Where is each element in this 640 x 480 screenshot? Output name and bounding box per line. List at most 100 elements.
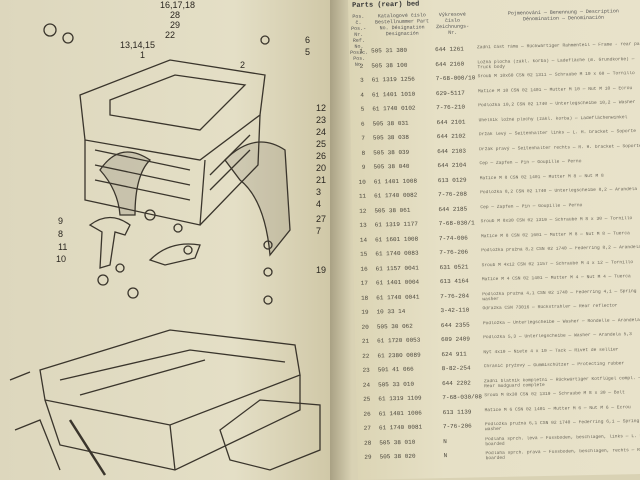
description-cell: Podložka 8,2 ČSN 02 1740 — Unterlegschei… [480, 186, 638, 196]
callout-label: 16,17,18 [160, 0, 196, 10]
callout-label: 6 [305, 35, 311, 45]
position-cell: 1 [359, 47, 364, 55]
catalog-number-cell: 61 1319 1109 [378, 394, 422, 403]
description-cell: Šroub M 8x30 ČSN 02 1319 — Schraube M 8 … [480, 216, 633, 225]
catalog-number-cell: 61 1720 0053 [377, 336, 421, 345]
description-cell: Matice M 8 ČSN 02 1601 — Mutter M 8 — Nu… [480, 230, 630, 239]
catalog-number-cell: 505 33 010 [377, 380, 415, 388]
drawing-number-cell: 644 2185 [438, 205, 468, 213]
catalog-number-cell: 505 38 061 [374, 206, 411, 214]
position-cell: 22 [362, 352, 370, 360]
callout-label: 29 [170, 20, 181, 30]
drawing-number-cell: 644 2160 [435, 60, 465, 68]
position-cell: 15 [360, 250, 368, 258]
position-cell: 28 [363, 439, 372, 447]
catalog-number-cell: 61 1401 1010 [371, 90, 416, 99]
callout-label: 13,14,15 [120, 40, 156, 50]
position-cell: 25 [363, 395, 371, 403]
drawing-number-cell: 644 2355 [440, 321, 470, 329]
position-cell: 11 [358, 192, 367, 200]
drawing-number-cell: 7-76-208 [438, 190, 467, 199]
position-cell: 19 [361, 308, 369, 316]
drawing-number-cell: 629-5117 [435, 89, 465, 97]
callout-label: 7 [316, 226, 322, 236]
header-drawing-number: Výkresové číslo Zeichnungs-Nr. [436, 11, 470, 36]
drawing-number-cell: 7-76-210 [436, 103, 466, 112]
callout-label: 12 [316, 103, 327, 113]
description-cell: Zadní blatník kompletní — Rückwärtiger K… [483, 375, 640, 389]
callout-label: 9 [58, 216, 64, 226]
catalog-number-cell: 61 1740 0102 [372, 104, 416, 113]
drawing-number-cell: 7-68-030/1 [438, 219, 475, 228]
drawing-number-cell: 7-68-000/10 [435, 74, 476, 83]
drawing-number-cell: 7-68-030/08 [442, 393, 483, 402]
position-cell: 4 [360, 91, 365, 99]
description-cell: Podložka pružná 4,1 ČSN 02 1740 — Federr… [482, 288, 637, 302]
position-cell: 24 [362, 381, 371, 389]
position-cell: 9 [361, 163, 366, 171]
description-cell: Šroub M 8x30 ČSN 02 1319 — Schraube M 8 … [484, 390, 625, 399]
drawing-number-cell: 3-42-110 [440, 306, 470, 315]
drawing-number-cell: 8-82-254 [441, 364, 471, 373]
position-cell: 14 [359, 236, 368, 244]
exploded-parts-drawing [9, 23, 321, 476]
description-cell: Držák levý — Seitenhalter links — L. H. … [478, 128, 637, 138]
position-cell: 7 [361, 134, 365, 142]
catalog-number-cell: 61 1319 1256 [371, 75, 415, 84]
callout-label: 19 [316, 265, 327, 275]
position-cell: 13 [359, 221, 367, 229]
description-cell: Úhelník ložné plochy (zákl. korba) — Lad… [478, 114, 628, 123]
callout-label: 4 [316, 199, 322, 209]
page-header: Parts (rear) bed [352, 0, 420, 10]
catalog-number-cell: 505 38 100 [371, 61, 408, 70]
callout-label: 23 [316, 115, 327, 125]
position-cell: 12 [359, 207, 367, 215]
parts-list-page: Parts (rear) bed Pos. č. Pos.-Nr. Ref. N… [348, 0, 640, 480]
callout-label: 20 [316, 163, 327, 173]
catalog-number-cell: 505 30 062 [376, 322, 413, 330]
position-cell: 16 [360, 265, 368, 273]
position-cell: 27 [363, 424, 372, 432]
catalog-number-cell: 61 1401 1008 [373, 177, 418, 185]
catalog-number-cell: 10 33 14 [376, 307, 406, 316]
catalog-number-cell: 61 1401 0004 [375, 278, 420, 287]
header-description: Pojmenování — Benennung — Description Dé… [507, 8, 619, 23]
callout-label: 8 [58, 229, 64, 239]
callout-label: 11 [58, 242, 68, 252]
description-cell: Čep — Zapfen — Pin — Goupille — Perno [479, 159, 582, 167]
description-cell: Držák pravý — Seitenhalter rechts — R. H… [479, 143, 640, 152]
description-cell: Matice M 6 ČSN 02 1401 — Mutter M 6 — Nu… [484, 404, 631, 413]
drawing-number-cell: 613 1139 [442, 408, 472, 416]
header-catalog-number: Katalogové číslo Bestellnummer Part No. … [374, 12, 430, 38]
description-cell: Podložka 10,2 ČSN 02 1740 — Unterlegsche… [478, 100, 636, 109]
position-cell: 8 [361, 149, 366, 157]
description-cell: Nýt 4x10 — Niete 4 x 10 — Tack — Rivet d… [483, 346, 619, 355]
catalog-number-cell: 505 38 039 [373, 148, 410, 157]
catalog-number-cell: 505 38 038 [372, 133, 409, 142]
callout-label: 24 [316, 127, 327, 137]
drawing-number-cell: 613 4164 [439, 277, 469, 286]
catalog-number-cell: 61 1401 1006 [378, 409, 422, 417]
position-cell: 17 [360, 279, 369, 287]
catalog-number-cell: 61 1740 0081 [378, 423, 423, 432]
position-cell: 2 [359, 62, 364, 70]
description-cell: Podložka 5,3 — Unterlegscheibe — Washer … [483, 332, 632, 341]
drawing-number-cell: 7-74-006 [438, 234, 468, 242]
drawing-number-cell: 644 2103 [437, 147, 467, 155]
callout-label: 25 [316, 139, 327, 149]
drawing-number-cell: 624 911 [441, 350, 467, 358]
book-gutter [330, 0, 352, 480]
catalog-number-cell: 61 1740 0041 [376, 293, 420, 301]
catalog-number-cell: 61 1601 1008 [374, 235, 419, 243]
drawing-number-cell: 644 2101 [436, 118, 466, 126]
drawing-number-cell: 644 2104 [437, 161, 467, 170]
callout-label: 27 [316, 214, 327, 224]
catalog-number-cell: 505 38 031 [372, 119, 409, 128]
drawing-number-cell: 7-76-204 [440, 292, 470, 300]
description-cell: Ložná plocha (zákl. korba) — Ladefläche … [477, 56, 635, 70]
description-cell: Čep — Zapfen — Pin — Goupille — Perno [480, 202, 583, 210]
position-cell: 6 [360, 120, 365, 128]
callout-label: 5 [305, 47, 311, 57]
drawing-number-cell: 7-76-206 [439, 248, 469, 257]
drawing-number-cell: N [443, 437, 447, 445]
